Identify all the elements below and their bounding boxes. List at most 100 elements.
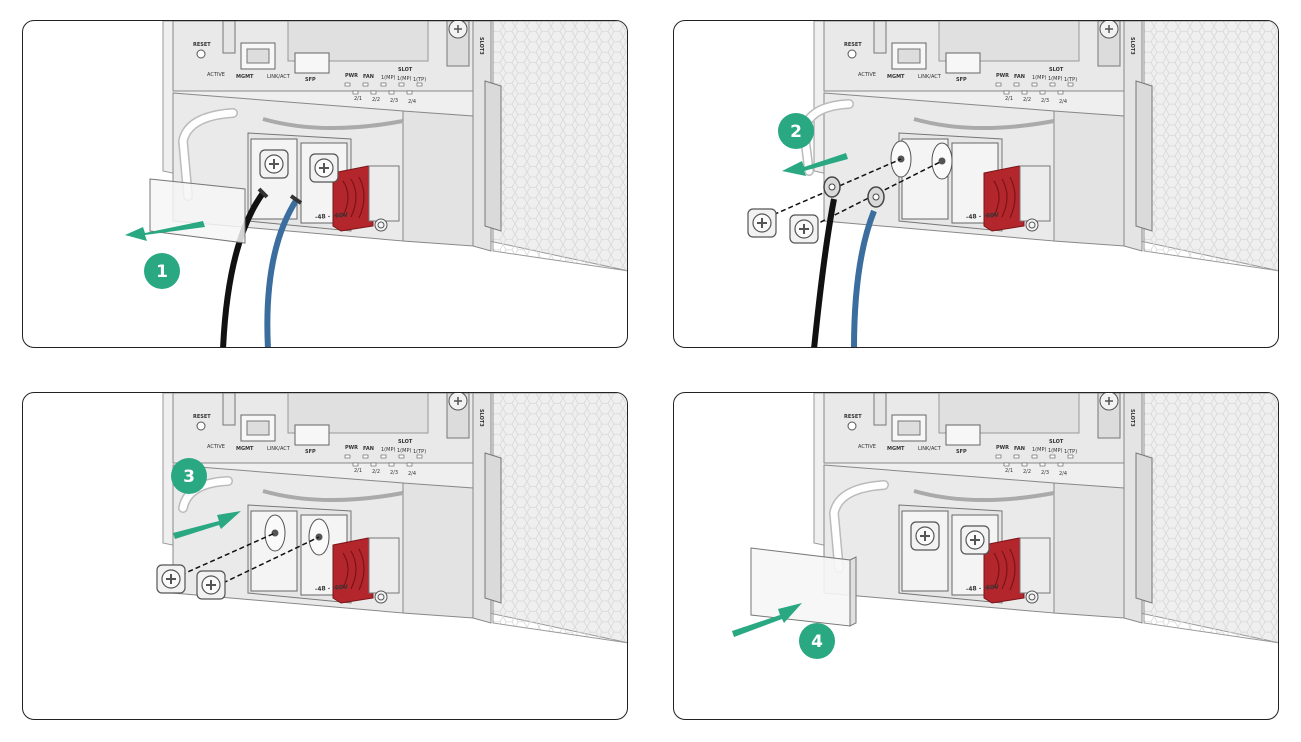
mgmt-label: MGMT [236,74,254,80]
remove-arrow [125,221,205,241]
slot-num-label: 2/3 [1041,98,1049,104]
step-badge [171,458,207,494]
mgmt-label: MGMT [887,446,905,452]
slot-col-label: 1(MP) [1048,76,1062,82]
slot-num-label: 2/2 [1023,469,1031,475]
fan-label: FAN [1014,74,1025,80]
sfp-label: SFP [305,77,316,83]
slot-col-label: 1(MP) [397,76,411,82]
active-label: ACTIVE [858,72,876,78]
slot3-label: SLOT3 [1129,37,1135,55]
sfp-label: SFP [956,449,967,455]
slot-num-label: 2/3 [390,470,398,476]
sfp-label: SFP [305,449,316,455]
chassis-illustration [812,393,1278,645]
removed-screw [747,208,777,238]
remove-arrow [782,153,848,176]
alignment-line [222,536,320,584]
slot-col-label: 1(MP) [1032,447,1046,453]
step-badge [144,253,180,289]
slot-col-label: 1(MP) [381,75,395,81]
slot-num-label: 2/3 [1041,470,1049,476]
step-number: 2 [790,122,802,142]
terminal-screw [259,149,289,179]
alignment-line [758,158,902,222]
install-screw [196,570,226,600]
step-3-panel: RESET ACTIVE MGMT LINK/ACT SFP PWR FAN S… [22,392,628,720]
slot-num-label: 2/4 [408,99,416,105]
reset-label: RESET [844,42,862,48]
link-act-label: LINK/ACT [267,74,291,80]
mgmt-label: MGMT [887,74,905,80]
blue-cable [851,209,877,347]
step-number: 4 [811,632,823,652]
install-arrow [732,603,802,637]
slot-num-label: 2/1 [1005,96,1013,102]
step-number: 3 [183,467,195,487]
step-badge [799,623,835,659]
black-cable [811,198,837,347]
terminal-cover [149,178,246,244]
slot-col-label: 1(MP) [397,448,411,454]
slot-label: SLOT [398,439,413,445]
pwr-label: PWR [345,73,358,79]
black-cable [220,191,266,347]
reset-label: RESET [193,414,211,420]
slot-label: SLOT [1049,67,1064,73]
step-2-panel: RESET ACTIVE MGMT LINK/ACT SFP PWR FAN S… [673,20,1279,348]
slot-num-label: 2/1 [354,96,362,102]
slot-col-label: 1(MP) [381,447,395,453]
active-label: ACTIVE [858,444,876,450]
fan-label: FAN [363,446,374,452]
reset-label: RESET [844,414,862,420]
voltage-label: -48 - -60V [315,212,349,221]
install-screw [156,564,186,594]
voltage-label: -48 - -60V [315,584,349,593]
terminal-cover [750,547,851,627]
pwr-label: PWR [345,445,358,451]
slot-num-label: 2/1 [354,468,362,474]
slot-num-label: 2/4 [1059,99,1067,105]
sfp-label: SFP [956,77,967,83]
slot3-label: SLOT3 [1129,409,1135,427]
link-act-label: LINK/ACT [918,446,942,452]
install-arrow [173,511,241,539]
alignment-line [180,532,276,576]
active-label: ACTIVE [207,72,225,78]
mgmt-label: MGMT [236,446,254,452]
terminal-screw [309,153,339,183]
step-badge [778,113,814,149]
slot-num-label: 2/2 [372,469,380,475]
voltage-label: -48 - -60V [966,584,1000,593]
voltage-label: -48 - -60V [966,212,1000,221]
fan-label: FAN [363,74,374,80]
slot-col-label: 1(TP) [413,77,426,83]
active-label: ACTIVE [207,444,225,450]
slot-col-label: 1(MP) [1048,448,1062,454]
slot3-label: SLOT3 [478,409,484,427]
slot-num-label: 2/2 [1023,97,1031,103]
step-4-panel: RESET ACTIVE MGMT LINK/ACT SFP PWR FAN S… [673,392,1279,720]
slot-num-label: 2/1 [1005,468,1013,474]
slot-col-label: 1(TP) [1064,449,1077,455]
step-number: 1 [156,262,168,282]
slot-num-label: 2/3 [390,98,398,104]
removed-screw [789,214,819,244]
link-act-label: LINK/ACT [267,446,291,452]
slot3-label: SLOT3 [478,37,484,55]
blue-cable [264,197,300,347]
slot-col-label: 1(TP) [413,449,426,455]
pwr-label: PWR [996,445,1009,451]
slot-col-label: 1(TP) [1064,77,1077,83]
slot-num-label: 2/4 [408,471,416,477]
terminal-screw [910,521,940,551]
slot-num-label: 2/2 [372,97,380,103]
slot-col-label: 1(MP) [1032,75,1046,81]
step-1-panel: RESET ACTIVE MGMT LINK/ACT SFP PWR FAN S… [22,20,628,348]
fan-label: FAN [1014,446,1025,452]
pwr-label: PWR [996,73,1009,79]
chassis-illustration [812,21,1278,273]
slot-label: SLOT [1049,439,1064,445]
terminal-screw [960,525,990,555]
reset-label: RESET [193,42,211,48]
